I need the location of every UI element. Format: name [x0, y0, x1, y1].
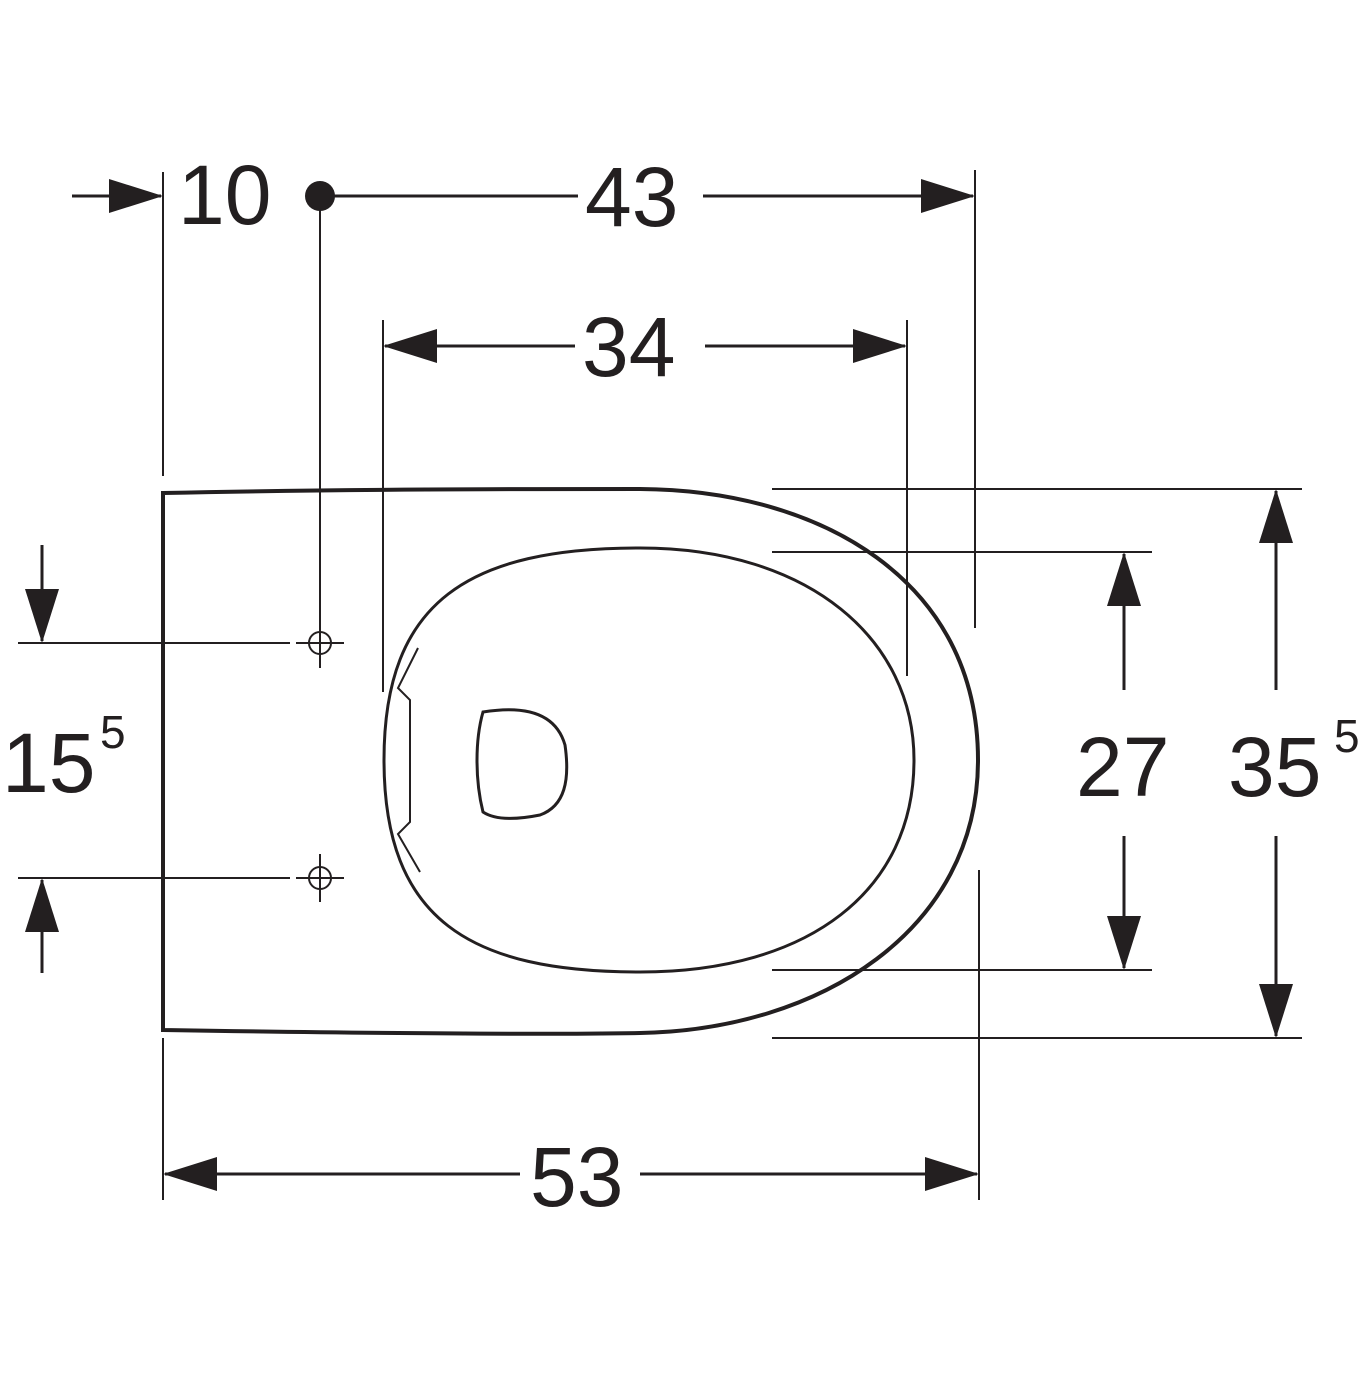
dim-label-35: 35 — [1228, 720, 1321, 814]
outlet-opening — [475, 708, 569, 820]
dim-label-27: 27 — [1076, 720, 1169, 814]
hinge-detail — [396, 647, 421, 873]
dim-label-offset-10: 10 — [178, 148, 271, 242]
dim-label-15-superscript: 5 — [100, 706, 126, 758]
bowl-outline — [161, 486, 981, 1036]
dim-label-43: 43 — [585, 150, 678, 244]
datum-point — [305, 181, 335, 211]
dim-label-34: 34 — [582, 300, 675, 394]
dim-label-15: 15 — [2, 716, 95, 810]
dim-label-35-superscript: 5 — [1334, 710, 1360, 762]
rim-outline — [382, 546, 916, 974]
fixing-point-lower — [296, 854, 344, 902]
dim-label-53: 53 — [530, 1130, 623, 1224]
extension-lines — [18, 170, 1302, 1200]
fixing-point-upper — [296, 619, 344, 667]
